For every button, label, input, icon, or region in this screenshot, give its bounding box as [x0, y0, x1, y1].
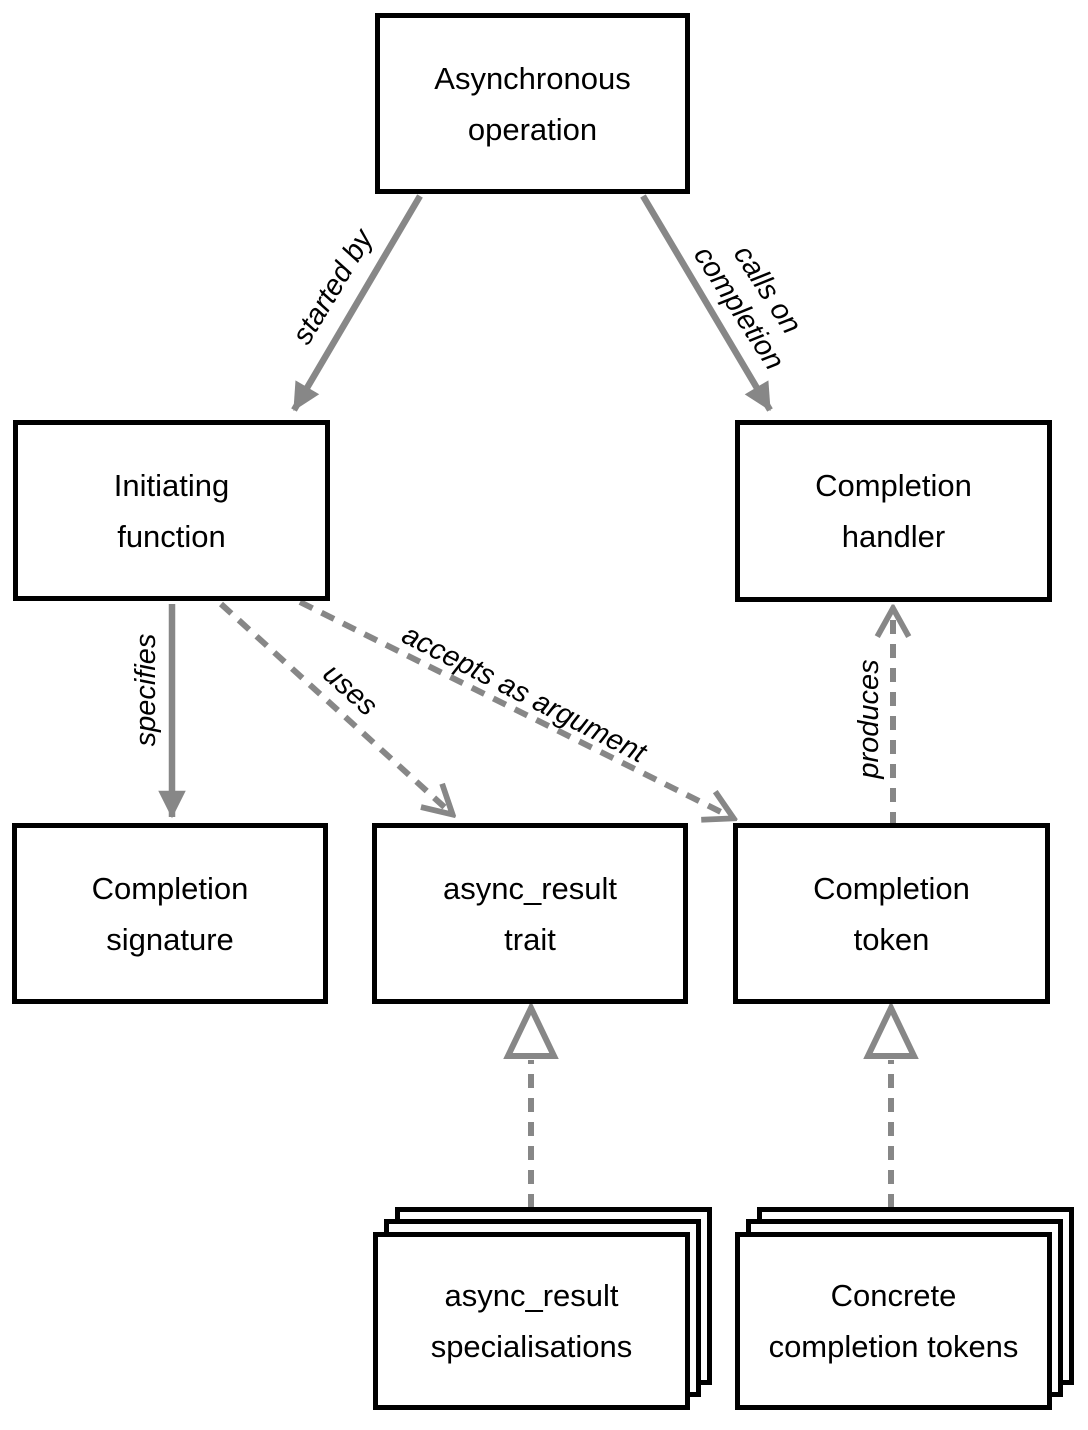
node-async-result-specialisations: async_result specialisations	[373, 1232, 690, 1410]
node-label-line: trait	[504, 921, 556, 957]
arrow-accepts-as-argument	[298, 599, 733, 818]
node-completion-signature: Completion signature	[12, 823, 328, 1004]
edge-label-specifies: specifies	[130, 633, 162, 747]
node-async-result-trait: async_result trait	[372, 823, 688, 1004]
node-label-line: function	[117, 518, 226, 554]
node-label-line: Initiating	[113, 467, 230, 503]
node-label-line: signature	[106, 921, 234, 957]
node-asynchronous-operation: Asynchronous operation	[375, 13, 690, 194]
node-completion-token: Completion token	[733, 823, 1050, 1004]
arrow-started-by	[291, 194, 423, 412]
arrow-uses	[218, 601, 452, 814]
node-label-line: token	[853, 921, 930, 957]
node-label-line: Concrete	[830, 1278, 957, 1313]
node-label-line: Completion	[813, 870, 970, 906]
node-label-line: async_result	[442, 870, 618, 906]
node-label-line: specialisations	[430, 1329, 633, 1364]
node-concrete-completion-tokens: Concrete completion tokens	[735, 1232, 1052, 1410]
node-label-line: completion tokens	[768, 1329, 1019, 1364]
node-label-line: Completion	[91, 870, 249, 906]
node-initiating-function: Initiating function	[13, 420, 330, 601]
node-label-line: Asynchronous	[434, 60, 631, 96]
node-completion-handler: Completion handler	[735, 420, 1052, 602]
edge-label-produces: produces	[853, 659, 885, 779]
arrow-calls-on-completion	[640, 194, 773, 412]
node-label-line: operation	[467, 111, 598, 147]
node-label-line: Completion	[815, 468, 972, 503]
node-label-line: handler	[841, 519, 946, 554]
hollow-triangle-arrowhead-icon	[863, 1001, 919, 1059]
node-label-line: async_result	[444, 1278, 619, 1313]
hollow-triangle-arrowhead-icon	[503, 1001, 559, 1059]
